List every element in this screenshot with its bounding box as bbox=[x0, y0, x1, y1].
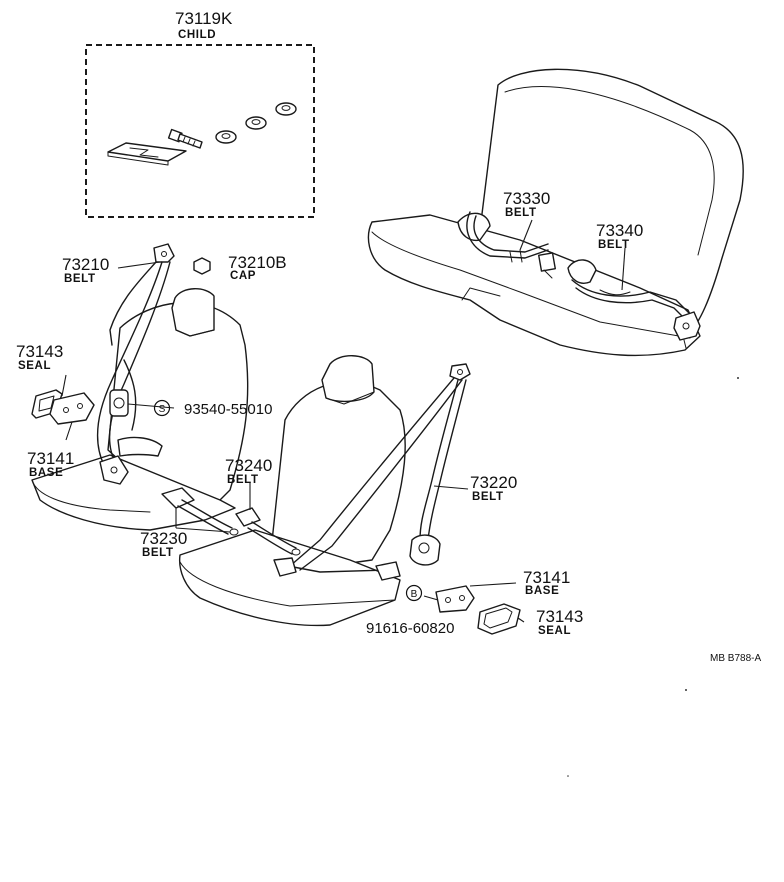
callout-73340: 73340 BELT bbox=[596, 221, 643, 251]
rear-seat-group bbox=[367, 68, 744, 357]
part-number: 73220 bbox=[470, 473, 517, 492]
part-number: 73119K bbox=[175, 9, 233, 28]
base-73141-right bbox=[435, 585, 475, 613]
callout-73240: 73240 BELT bbox=[225, 456, 272, 486]
part-name: BELT bbox=[64, 273, 96, 285]
scan-specks bbox=[567, 377, 739, 777]
b-symbol-circle bbox=[405, 584, 423, 602]
child-kit-group bbox=[85, 44, 315, 218]
part-name: BASE bbox=[29, 467, 63, 479]
child-kit-washers bbox=[215, 102, 297, 144]
rear-seat-back bbox=[479, 68, 744, 336]
center-belt-73240 bbox=[235, 507, 301, 556]
callout-73220: 73220 BELT bbox=[470, 473, 517, 503]
right-seat-backrest bbox=[269, 381, 406, 571]
left-seat-cushion bbox=[31, 454, 236, 531]
part-name: SEAL bbox=[18, 360, 51, 372]
part-name: BELT bbox=[598, 239, 630, 251]
part-number: 73340 bbox=[596, 221, 643, 240]
callout-73141-right: 73141 BASE bbox=[523, 568, 570, 597]
rear-belt-73330 bbox=[457, 211, 556, 279]
part-name: BELT bbox=[505, 207, 537, 219]
callout-91616-60820: B 91616-60820 bbox=[366, 584, 454, 637]
callout-73143-left: 73143 SEAL bbox=[16, 342, 63, 372]
callout-93540-55010: S 93540-55010 bbox=[153, 399, 272, 418]
b-symbol: B bbox=[411, 589, 418, 600]
part-name: CHILD bbox=[178, 29, 216, 41]
seal-73143-right bbox=[477, 603, 521, 635]
callout-73143-right: 73143 SEAL bbox=[536, 607, 583, 637]
part-number: 73141 bbox=[523, 568, 570, 587]
part-name: BELT bbox=[472, 491, 504, 503]
part-number: 73210B bbox=[228, 253, 287, 272]
right-seat-headrest bbox=[321, 355, 375, 403]
callout-73141-left: 73141 BASE bbox=[27, 449, 74, 479]
drawing-code: MB B788-A bbox=[710, 653, 761, 664]
s-symbol: S bbox=[159, 404, 166, 415]
rear-seat-cushion bbox=[367, 214, 701, 357]
rear-belt-73340 bbox=[567, 259, 701, 349]
callout-73330: 73330 BELT bbox=[503, 189, 550, 219]
part-number: 73141 bbox=[27, 449, 74, 468]
part-name: CAP bbox=[230, 270, 256, 282]
front-belt-73210 bbox=[96, 243, 175, 485]
right-seat-cushion bbox=[178, 529, 401, 627]
cap-73210b bbox=[193, 257, 211, 275]
callout-73210b: 73210B CAP bbox=[228, 253, 287, 282]
part-name: BELT bbox=[142, 547, 174, 559]
part-number: 73143 bbox=[536, 607, 583, 626]
part-number: 73240 bbox=[225, 456, 272, 475]
right-front-seat-group bbox=[178, 355, 406, 627]
part-number: 91616-60820 bbox=[366, 620, 454, 637]
callout-73119k: 73119K CHILD bbox=[175, 9, 233, 41]
left-seat-headrest bbox=[171, 288, 215, 337]
front-belt-73220 bbox=[273, 363, 471, 581]
part-number: 73210 bbox=[62, 255, 109, 274]
part-number: 93540-55010 bbox=[184, 401, 272, 418]
part-number: 73143 bbox=[16, 342, 63, 361]
callout-73210: 73210 BELT bbox=[62, 255, 109, 285]
part-number: 73330 bbox=[503, 189, 550, 208]
part-name: BELT bbox=[227, 474, 259, 486]
part-number: 73230 bbox=[140, 529, 187, 548]
leader-lines bbox=[61, 219, 626, 623]
s-symbol-circle bbox=[153, 399, 171, 417]
base-73141-left bbox=[49, 392, 95, 425]
callout-73230: 73230 BELT bbox=[140, 529, 187, 559]
center-belt-73230 bbox=[161, 487, 239, 536]
child-kit-bracket bbox=[107, 142, 187, 166]
child-kit-bolt bbox=[167, 128, 203, 149]
part-name: BASE bbox=[525, 585, 559, 597]
child-kit-dashed-box bbox=[85, 44, 315, 218]
part-name: SEAL bbox=[538, 625, 571, 637]
